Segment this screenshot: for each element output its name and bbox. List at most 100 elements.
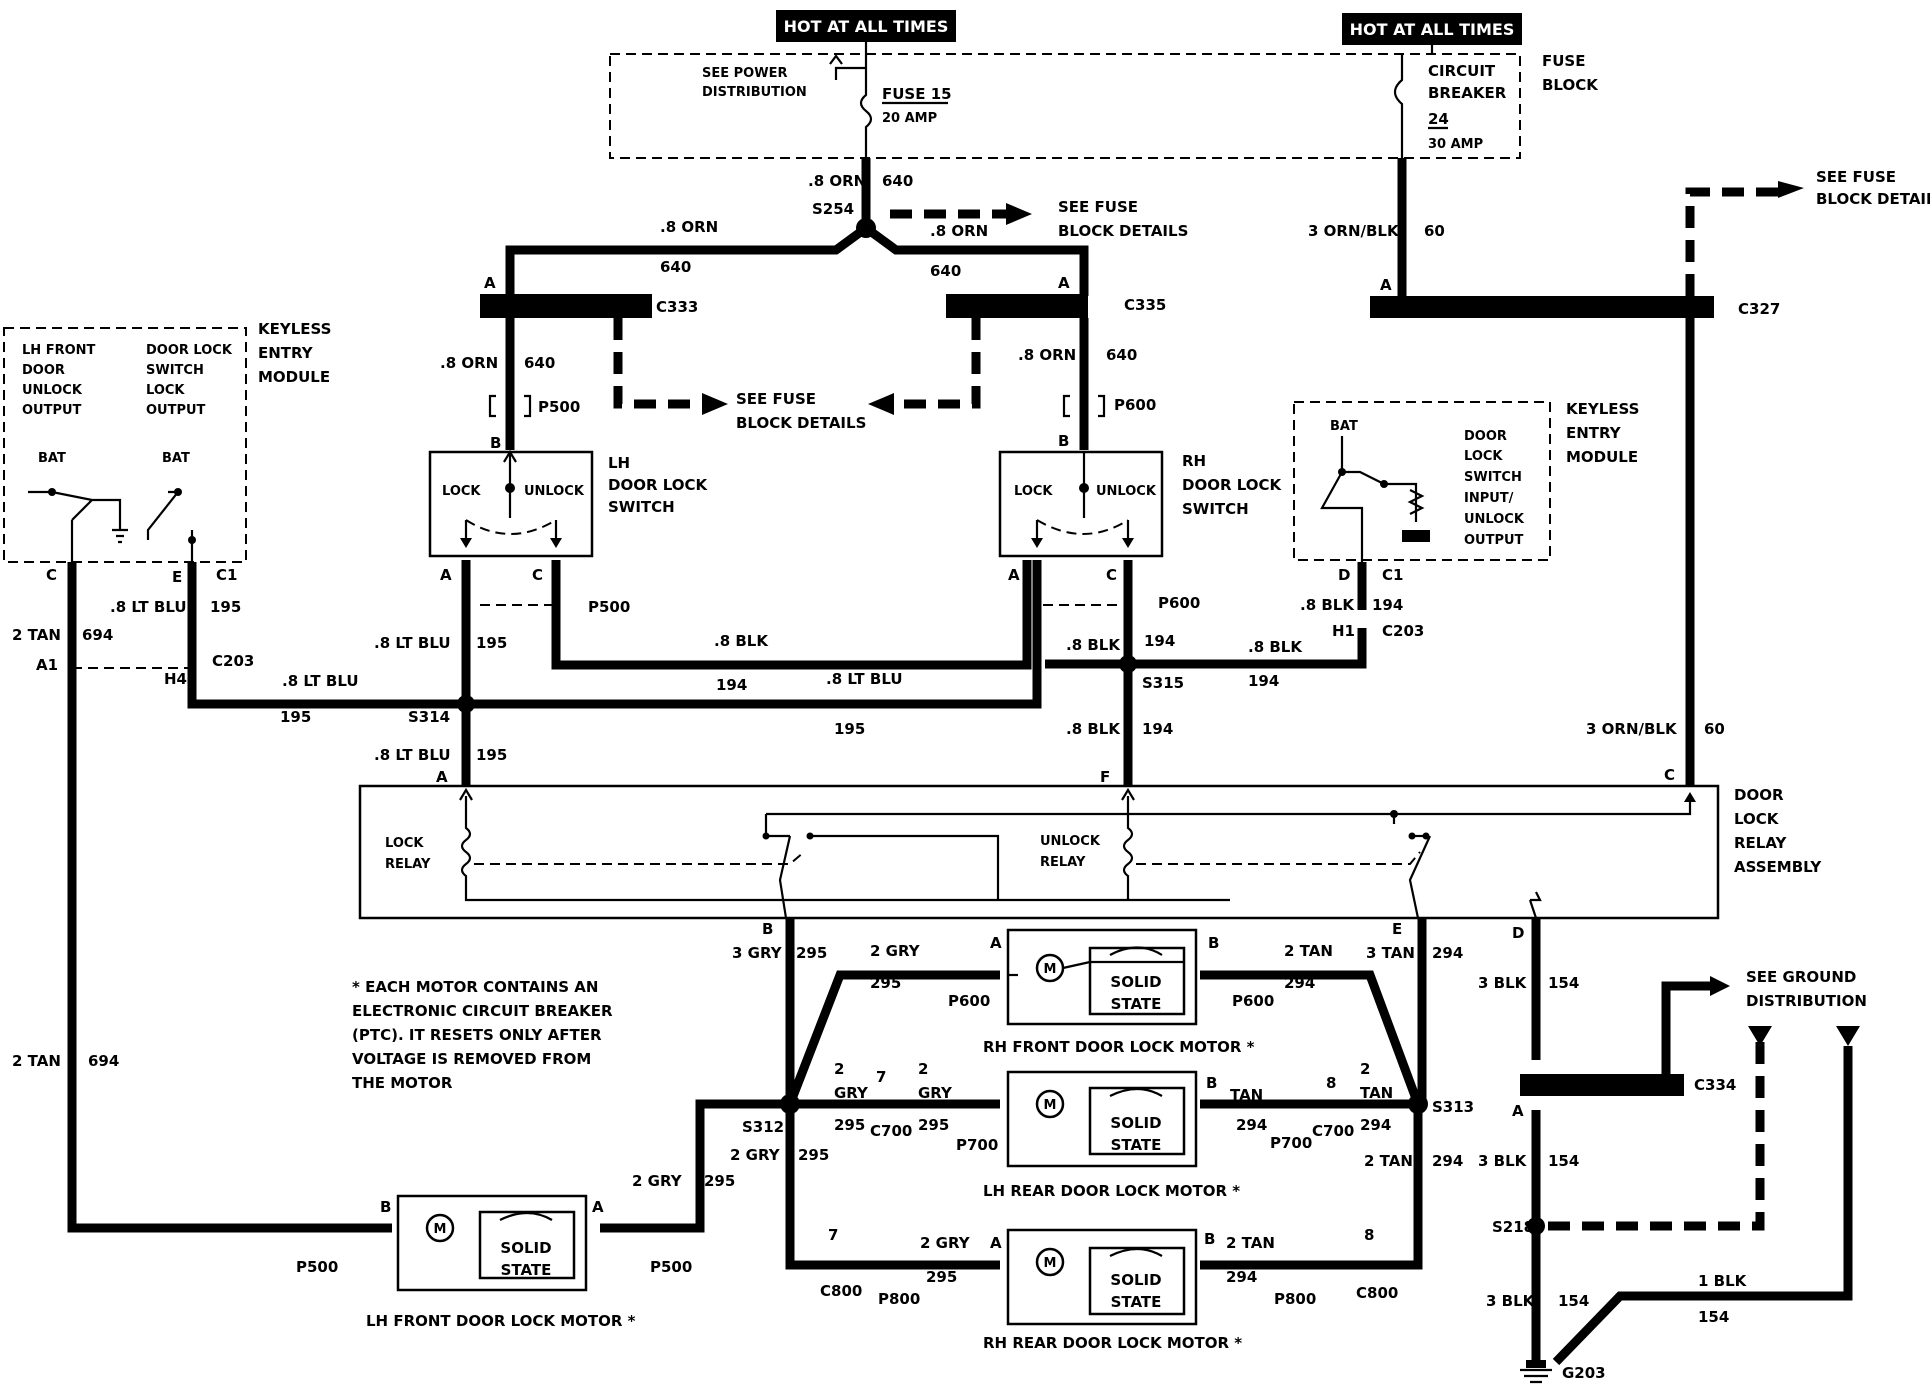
orn-right-label: .8 ORN [930, 222, 988, 240]
n7-a-label: 7 [876, 1068, 886, 1086]
orn-640-top-a-label: .8 ORN [808, 172, 866, 190]
lhf-2-label: DOOR [22, 363, 65, 378]
rf-motor-label: RH FRONT DOOR LOCK MOTOR * [983, 1038, 1255, 1056]
rh-sw-2-label: DOOR LOCK [1182, 476, 1283, 494]
n640-right-label: 640 [930, 262, 961, 280]
c327-label: C327 [1738, 300, 1780, 318]
a-relay-label: A [436, 768, 448, 786]
n194-c-label: 194 [716, 676, 747, 694]
circuit-breaker-label: CIRCUIT [1428, 62, 1496, 80]
n640-l2-label: 640 [524, 354, 555, 372]
c1-r-label: C1 [1382, 566, 1403, 584]
see-power-label: SEE POWER [702, 66, 787, 81]
n195-h-label: 195 [476, 746, 507, 764]
state-4-label: STATE [501, 1261, 552, 1279]
lh-door-lock-switch: LOCK UNLOCK [428, 449, 594, 558]
n694-a-label: 694 [82, 626, 113, 644]
gry-e-label: 2 GRY [730, 1146, 781, 1164]
n294-e-label: 294 [1432, 944, 1463, 962]
n194-i-label: 194 [1142, 720, 1173, 738]
arrow-right-icon [702, 393, 728, 415]
blk1-label: 1 BLK [1698, 1272, 1748, 1290]
n154-d-label: 154 [1698, 1308, 1729, 1326]
arrow-up-icon [829, 54, 843, 65]
dlra-1-label: DOOR [1734, 786, 1784, 804]
c-lhsw-label: C [532, 566, 543, 584]
c-relay-label: C [1664, 766, 1675, 784]
ground-icon [1520, 1368, 1552, 1384]
n294-i-label: 294 [1226, 1268, 1257, 1286]
n694-b-label: 694 [88, 1052, 119, 1070]
n60-top-label: 60 [1424, 222, 1445, 240]
a-rr-label: A [990, 1234, 1002, 1252]
n294-f-label: 294 [1236, 1116, 1267, 1134]
f-relay-label: F [1100, 768, 1110, 786]
e-l-label: E [172, 568, 182, 586]
unlock-relay-2-label: RELAY [1040, 855, 1086, 870]
blk154-b-label: 3 BLK [1478, 1152, 1528, 1170]
s218-label: S218 [1492, 1218, 1534, 1236]
ltblu-h-label: .8 LT BLU [374, 746, 451, 764]
s315-label: S315 [1142, 674, 1184, 692]
connector-c333 [480, 294, 652, 318]
orn-l2-label: .8 ORN [440, 354, 498, 372]
kem-r-1-label: KEYLESS [1566, 400, 1639, 418]
splice-s315 [1119, 655, 1137, 673]
a-rhsw-label: A [1008, 566, 1020, 584]
lf-motor-label: LH FRONT DOOR LOCK MOTOR * [366, 1312, 636, 1330]
tan-rf-label: 2 TAN [1284, 942, 1333, 960]
blk-i-label: .8 BLK [1066, 720, 1121, 738]
ltblu-b-label: .8 LT BLU [374, 634, 451, 652]
n195-f-label: 195 [280, 708, 311, 726]
c334-label: C334 [1694, 1076, 1736, 1094]
n2-b-label: 2 [918, 1060, 928, 1078]
n640-left-label: 640 [660, 258, 691, 276]
c203-r-label: C203 [1382, 622, 1424, 640]
rk-5-label: UNLOCK [1464, 512, 1525, 527]
b-lh-label: B [490, 434, 501, 452]
see-power-2-label: DISTRIBUTION [702, 85, 807, 100]
keyless-entry-module-right [1293, 401, 1551, 562]
gry-f-label: 2 GRY [632, 1172, 683, 1190]
p500-lf-r-label: P500 [650, 1258, 692, 1276]
wires [67, 158, 1804, 1233]
state-2-label: STATE [1111, 1136, 1162, 1154]
a-c335-label: A [1058, 274, 1070, 292]
solid-4-label: SOLID [500, 1239, 551, 1257]
ltblu-a-label: .8 LT BLU [110, 598, 187, 616]
p500-mid-label: P500 [588, 598, 630, 616]
tan-h-label: 2 TAN [1364, 1152, 1413, 1170]
n60-mid-label: 60 [1704, 720, 1725, 738]
lh-front-door-lock-motor: M SOLID STATE [396, 1194, 588, 1292]
n295-f-label: 295 [704, 1172, 735, 1190]
gry295-a-label: 3 GRY [732, 944, 783, 962]
n640-r2-label: 640 [1106, 346, 1137, 364]
n195-b-label: 195 [476, 634, 507, 652]
n195-g-label: 195 [834, 720, 865, 738]
rh-front-door-lock-motor: M SOLID STATE [1006, 928, 1198, 1026]
fuse-block-outline [609, 53, 1521, 159]
b-rr-label: B [1204, 1230, 1215, 1248]
c700-r-label: C700 [1312, 1122, 1354, 1140]
dls-2-label: SWITCH [146, 363, 204, 378]
n294-rf-label: 294 [1284, 974, 1315, 992]
c333-label: C333 [656, 298, 698, 316]
cb-amp-label: 30 AMP [1428, 137, 1483, 152]
p600-mid-label: P600 [1158, 594, 1200, 612]
see-fuse-mid-2-label: BLOCK DETAILS [736, 414, 866, 432]
circuit-breaker-symbol [1393, 54, 1404, 158]
lock-relay-2-label: RELAY [385, 857, 431, 872]
orn60-mid-label: 3 ORN/BLK [1586, 720, 1678, 738]
unlock-rh-label: UNLOCK [1096, 484, 1157, 499]
arrow-down-icon [1748, 1026, 1772, 1046]
dls-1-label: DOOR LOCK [146, 343, 233, 358]
tan694-a-label: 2 TAN [12, 626, 61, 644]
note-4-label: VOLTAGE IS REMOVED FROM [352, 1050, 591, 1068]
b-rf-label: B [1208, 934, 1219, 952]
p700-r-label: P700 [1270, 1134, 1312, 1152]
note-3-label: (PTC). IT RESETS ONLY AFTER [352, 1026, 602, 1044]
connector-c335 [946, 294, 1088, 318]
bat3-label: BAT [1330, 419, 1358, 434]
tan-i-label: 2 TAN [1226, 1234, 1275, 1252]
arrow-left-icon [868, 393, 894, 415]
